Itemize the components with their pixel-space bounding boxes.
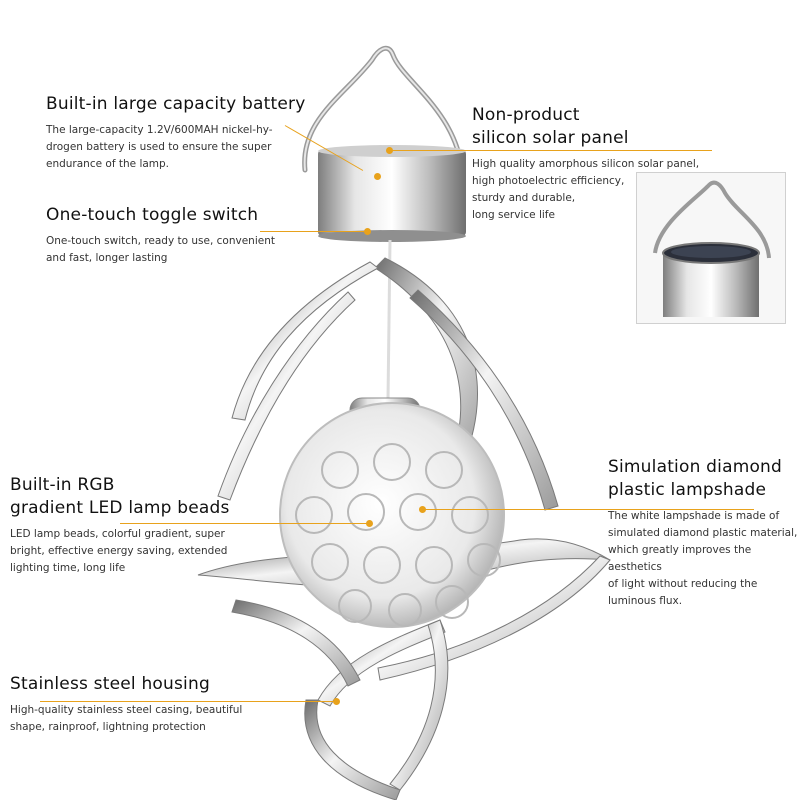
spiral-ribbons: [197, 257, 611, 800]
feature-lampshade: Simulation diamond plastic lampshade The…: [608, 456, 798, 610]
connector-solar: [392, 150, 712, 151]
dot-solar: [386, 147, 393, 154]
dot-housing: [333, 698, 340, 705]
solar-desc: High quality amorphous silicon solar pan…: [472, 158, 700, 221]
dot-led: [366, 520, 373, 527]
solar-cap: [318, 145, 466, 242]
dot-lampshade: [419, 506, 426, 513]
diamond-lampshade-ball: [279, 402, 505, 628]
feature-battery: Built-in large capacity battery The larg…: [46, 93, 346, 173]
feature-solar-panel: Non-product silicon solar panel High qua…: [472, 104, 782, 224]
switch-desc: One-touch switch, ready to use, convenie…: [46, 235, 275, 264]
connector-lampshade: [424, 509, 754, 510]
feature-switch: One-touch toggle switch One-touch switch…: [46, 204, 346, 267]
hanger-hook: [302, 45, 465, 173]
battery-title: Built-in large capacity battery: [46, 94, 306, 114]
led-desc: LED lamp beads, colorful gradient, super…: [10, 528, 228, 574]
solar-title: Non-product silicon solar panel: [472, 105, 629, 148]
connector-housing: [40, 701, 336, 702]
connector-led: [120, 523, 370, 524]
solar-panel-inset-image: [636, 172, 786, 324]
connector-switch: [260, 231, 366, 232]
housing-title: Stainless steel housing: [10, 674, 210, 694]
lampshade-title: Simulation diamond plastic lampshade: [608, 457, 783, 500]
feature-led: Built-in RGB gradient LED lamp beads LED…: [10, 474, 310, 577]
switch-title: One-touch toggle switch: [46, 205, 259, 225]
feature-housing: Stainless steel housing High-quality sta…: [10, 673, 310, 736]
battery-desc: The large-capacity 1.2V/600MAH nickel-hy…: [46, 124, 273, 170]
led-title: Built-in RGB gradient LED lamp beads: [10, 475, 230, 518]
dot-battery: [374, 173, 381, 180]
lampshade-desc: The white lampshade is made of simulated…: [608, 510, 798, 607]
housing-desc: High-quality stainless steel casing, bea…: [10, 704, 243, 733]
dot-switch: [364, 228, 371, 235]
